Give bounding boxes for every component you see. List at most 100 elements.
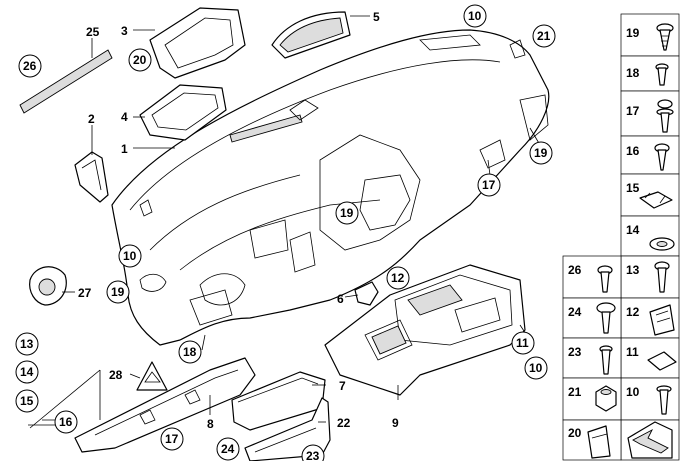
vent-part-3 — [149, 7, 246, 79]
callout-15: 15 — [20, 394, 34, 408]
screw-icon-24 — [596, 302, 616, 334]
callout-14: 14 — [20, 365, 34, 379]
callout-2: 2 — [88, 112, 95, 126]
callout-27: 27 — [78, 286, 92, 300]
callout-19-left: 19 — [111, 285, 125, 299]
cover-part-2 — [74, 151, 109, 203]
callout-18: 18 — [183, 345, 197, 359]
callout-24: 24 — [221, 442, 235, 456]
callout-circle-10-top — [463, 4, 487, 28]
callout-1: 1 — [121, 142, 128, 156]
round-trim-part-27 — [29, 266, 67, 306]
fastener-legend-left: 26 24 23 21 20 — [562, 255, 622, 461]
clip-icon-20 — [587, 425, 611, 459]
vent-part-4 — [139, 84, 227, 141]
warning-triangle-icon — [136, 361, 168, 391]
callout-circle-12 — [386, 266, 410, 290]
legend-label-24: 24 — [568, 305, 582, 319]
legend-label-11: 11 — [626, 345, 639, 359]
callout-16: 16 — [59, 415, 73, 429]
arrow-icon — [627, 421, 673, 459]
clip-icon-11 — [647, 351, 677, 371]
callout-circle-21 — [532, 24, 556, 48]
callout-22: 22 — [337, 416, 351, 430]
callout-13: 13 — [20, 337, 34, 351]
legend-label-14: 14 — [626, 223, 640, 237]
callout-circle-18 — [178, 340, 202, 364]
callout-circle-15 — [15, 389, 39, 413]
callout-circle-23 — [301, 444, 325, 461]
callout-circle-19-right — [529, 141, 553, 165]
callout-20: 20 — [133, 53, 147, 67]
callout-circle-14 — [15, 360, 39, 384]
callout-circle-10-right — [524, 356, 548, 380]
callout-17-bottom: 17 — [165, 432, 179, 446]
callout-26: 26 — [23, 59, 37, 73]
callout-10-right: 10 — [529, 361, 543, 375]
speaker-grille-part-5 — [271, 11, 351, 59]
callout-circle-17-top — [477, 173, 501, 197]
callout-19-right: 19 — [534, 146, 548, 160]
lower-panel-part-9 — [324, 264, 526, 396]
knee-trim-part-8 — [74, 357, 256, 453]
legend-label-21: 21 — [568, 385, 582, 399]
callout-10-top: 10 — [468, 9, 482, 23]
callout-circle-26 — [18, 54, 42, 78]
screw-icon-13 — [654, 261, 670, 293]
callout-19-mid: 19 — [340, 206, 354, 220]
nut-icon-21 — [595, 385, 617, 412]
callout-10-left: 10 — [123, 249, 137, 263]
fastener-legend-right: 19 18 17 16 15 14 13 12 11 10 — [620, 13, 680, 461]
callout-4: 4 — [121, 110, 128, 124]
screw-icon-18 — [655, 63, 669, 86]
callout-17-top: 17 — [482, 178, 496, 192]
clip-icon-15 — [639, 191, 673, 209]
legend-label-23: 23 — [568, 345, 582, 359]
callout-9: 9 — [392, 416, 399, 430]
legend-label-17: 17 — [626, 104, 640, 118]
callout-3: 3 — [121, 24, 128, 38]
legend-label-26: 26 — [568, 263, 582, 277]
callout-23: 23 — [306, 449, 320, 461]
screw-icon-26 — [597, 265, 613, 293]
trim-strip-part-25 — [19, 49, 113, 114]
legend-label-15: 15 — [626, 181, 640, 195]
screw-icon-10 — [656, 385, 672, 415]
callout-8: 8 — [207, 417, 214, 431]
screw-icon-19 — [656, 23, 674, 51]
callout-circle-19-left — [106, 280, 130, 304]
callout-7: 7 — [339, 379, 346, 393]
legend-label-10: 10 — [626, 385, 640, 399]
callout-circle-20 — [128, 48, 152, 72]
screw-icon-17 — [656, 99, 674, 133]
screw-icon-23 — [599, 345, 613, 375]
callout-11: 11 — [516, 336, 529, 350]
callout-circle-17-bottom — [160, 427, 184, 451]
screw-icon-16 — [654, 143, 670, 171]
legend-label-16: 16 — [626, 144, 640, 158]
clip-icon-12 — [649, 304, 675, 336]
clip-part-6 — [354, 281, 379, 306]
callout-12: 12 — [391, 271, 405, 285]
legend-label-18: 18 — [626, 66, 640, 80]
callout-21: 21 — [537, 29, 551, 43]
legend-label-20: 20 — [568, 426, 582, 440]
dashboard-part — [111, 29, 550, 346]
legend-label-12: 12 — [626, 305, 640, 319]
callout-circle-13 — [15, 332, 39, 356]
callout-circle-24 — [216, 437, 240, 461]
callout-circle-10-left — [118, 244, 142, 268]
grommet-icon-14 — [649, 237, 675, 251]
callout-25: 25 — [86, 25, 100, 39]
callout-circle-11 — [511, 331, 535, 355]
legend-label-13: 13 — [626, 263, 640, 277]
callout-6: 6 — [337, 292, 344, 306]
callout-circle-16 — [54, 410, 78, 434]
callout-28: 28 — [109, 368, 123, 382]
callout-5: 5 — [373, 10, 380, 24]
legend-label-19: 19 — [626, 26, 640, 40]
callout-labels: 3 20 25 26 4 2 1 5 10 21 19 17 19 10 19 … — [15, 4, 556, 461]
bracket-part-22 — [244, 397, 331, 461]
